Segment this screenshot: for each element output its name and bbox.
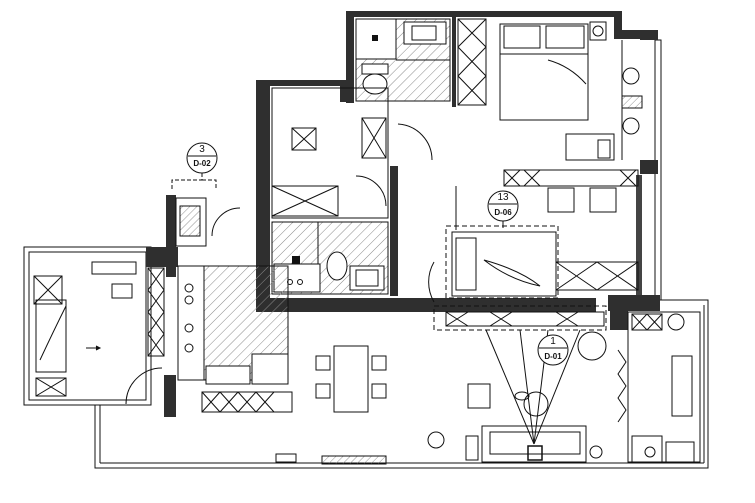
study-room [271,87,433,219]
left-room [33,261,165,405]
dining-table-icon [315,345,387,413]
tag-3-code: D-02 [193,159,211,168]
bathtub-icon [631,435,695,463]
tag-3-number: 3 [199,144,205,155]
outer-outline [23,39,709,469]
right-lower-room [617,311,701,463]
tag-13-number: 13 [497,192,509,203]
stove-icon [184,283,194,353]
second-bathroom [271,221,389,295]
elevation-tag-3: 3 D-02 [171,142,218,190]
living-room [275,261,607,465]
toilet-icon [361,63,389,95]
elevation-tag-13: 13 D-06 [487,190,519,228]
walls [146,11,660,417]
master-bathroom [355,18,451,102]
kitchen [175,197,293,413]
master-bedroom [499,21,643,161]
bed-icon [499,23,589,121]
master-wardrobe [457,18,487,106]
right-bedroom [445,169,639,299]
tag-1-number: 1 [550,336,556,347]
elevation-tag-1: 1 D-01 [537,334,569,366]
tag-13-code: D-06 [494,208,512,217]
lounge-chair-icon [514,331,607,417]
tag-1-code: D-01 [544,352,562,361]
sofa-icon [481,425,587,463]
